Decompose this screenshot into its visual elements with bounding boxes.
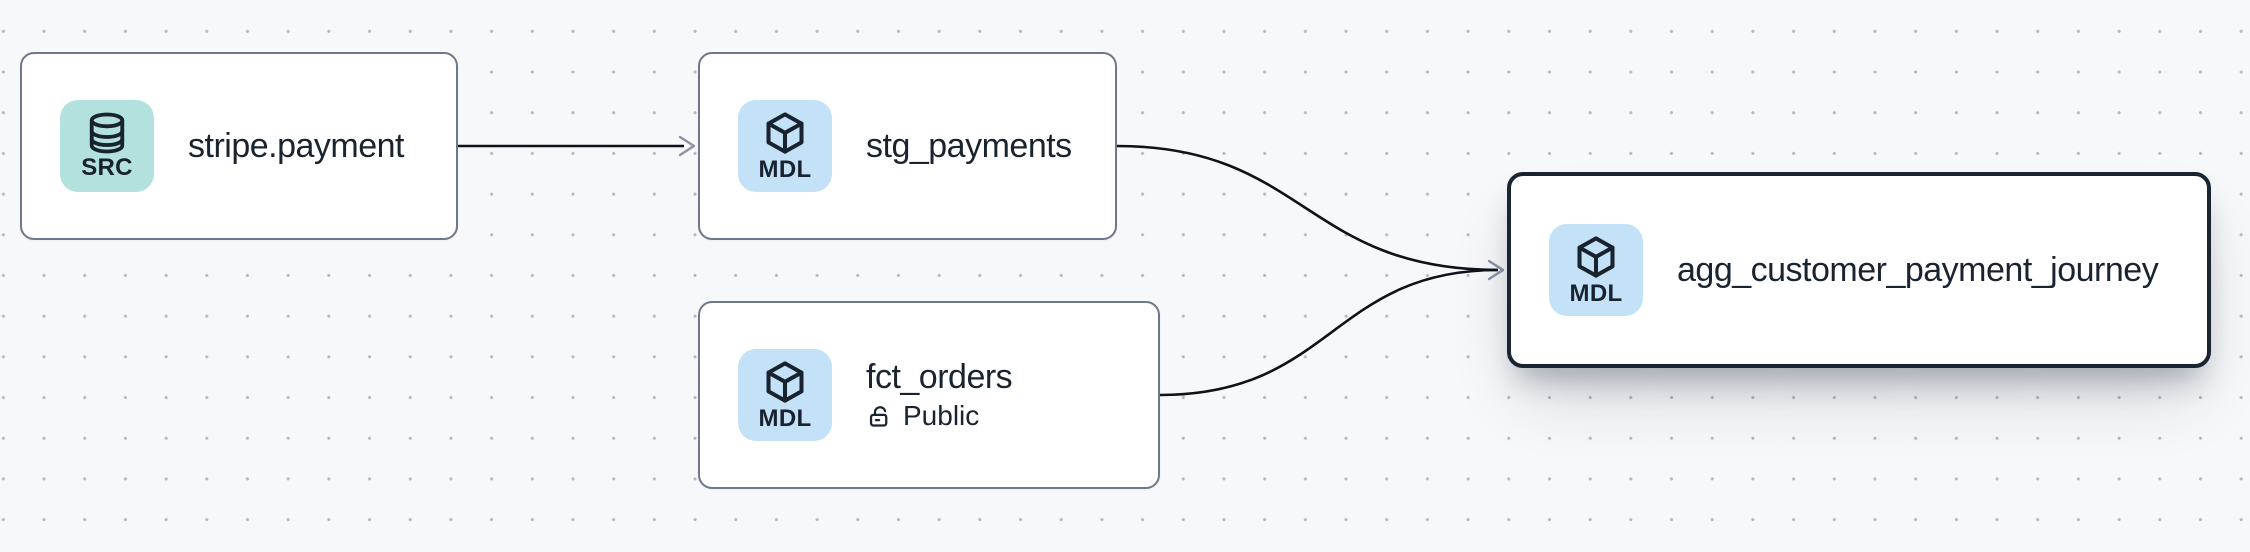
node-title: stg_payments [866,127,1072,165]
badge-label: MDL [1569,279,1623,307]
cube-icon [1577,235,1615,278]
cube-icon [766,360,804,403]
arrowhead-icon [678,135,696,157]
unlock-icon [869,405,888,427]
access-label: Public [903,400,980,431]
model-badge: MDL [738,349,832,441]
arrowhead-icon [1487,259,1505,281]
badge-label: MDL [758,155,812,183]
node-agg-customer-payment-journey[interactable]: MDL agg_customer_payment_journey [1507,172,2211,368]
edge-stg-payments-to-agg[interactable] [1116,144,1499,272]
model-badge: MDL [738,100,832,192]
node-fct-orders[interactable]: MDL fct_orders Public [698,301,1160,489]
source-badge: SRC [60,100,154,192]
node-stripe-payment[interactable]: SRC stripe.payment [20,52,458,240]
node-title: fct_orders [866,358,1013,396]
access-row: Public [866,398,1012,434]
node-title: agg_customer_payment_journey [1677,251,2159,289]
node-title: stripe.payment [188,127,405,165]
model-badge: MDL [1549,224,1643,316]
database-icon [89,112,125,153]
cube-icon [766,111,804,154]
node-stg-payments[interactable]: MDL stg_payments [698,52,1117,240]
edge-fct-orders-to-agg[interactable] [1159,268,1499,397]
badge-label: MDL [758,404,812,432]
badge-label: SRC [81,153,133,181]
